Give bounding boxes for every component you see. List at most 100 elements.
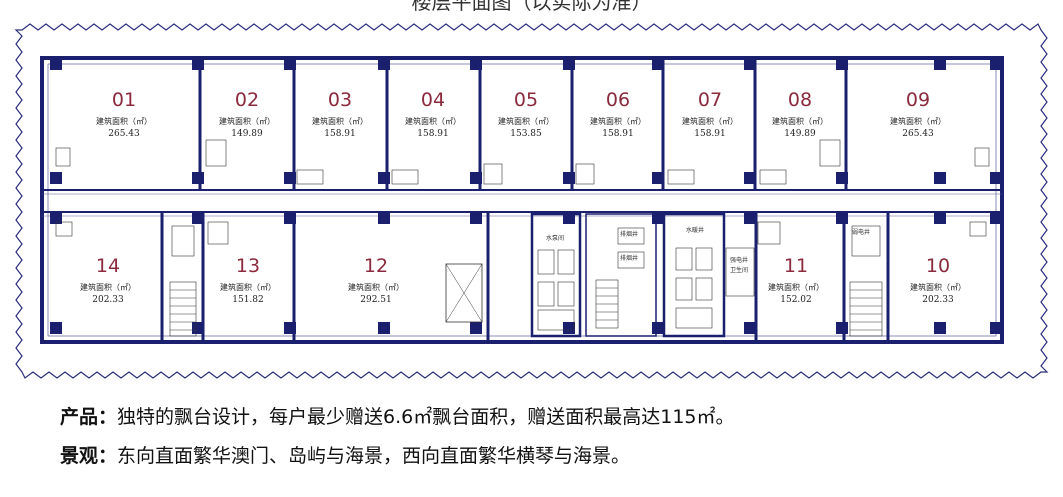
unit-area-caption: 建筑面积（㎡） [772, 116, 828, 126]
column [652, 322, 664, 334]
column [990, 212, 1002, 224]
building-inner-line [47, 63, 997, 337]
column [744, 58, 756, 70]
unit-area-caption: 建筑面积（㎡） [219, 116, 275, 126]
unit-fixtures [55, 139, 990, 245]
unit-area: 149.89 [231, 129, 263, 139]
unit-number: 13 [236, 255, 260, 277]
column [378, 58, 390, 70]
unit-labels: 01 建筑面积（㎡） 265.43 02 建筑面积（㎡） 149.89 03 建筑面积（㎡） 1… [80, 89, 966, 305]
product-description: 产品：独特的飘台设计，每户最少赠送6.6㎡飘台面积，赠送面积最高达115㎡。 [60, 402, 735, 429]
product-text: 独特的飘台设计，每户最少赠送6.6㎡飘台面积，赠送面积最高达115㎡。 [117, 406, 735, 428]
unit-area: 153.85 [510, 129, 542, 139]
column [50, 58, 62, 70]
unit-number: 02 [235, 89, 259, 111]
core-label: 弱电井 [852, 228, 870, 236]
unit-area-caption: 建筑面积（㎡） [498, 116, 554, 126]
unit-area: 292.51 [360, 295, 392, 305]
unit-number: 14 [96, 255, 120, 277]
column [934, 212, 946, 224]
product-label: 产品： [60, 406, 118, 428]
unit-number: 01 [112, 89, 136, 111]
core-label: 水泵间 [546, 234, 564, 242]
column [50, 322, 62, 334]
structural-columns [50, 58, 1002, 334]
unit-number: 07 [698, 89, 722, 111]
column [192, 212, 204, 224]
zigzag-border [14, 23, 1049, 379]
top-partitions [198, 58, 848, 190]
column [652, 212, 664, 224]
column [934, 172, 946, 184]
unit-area: 265.43 [902, 129, 934, 139]
column [836, 58, 848, 70]
column [284, 322, 296, 334]
unit-area: 151.82 [232, 295, 264, 305]
plan-title: 楼层平面图（以实际为准） [411, 0, 652, 14]
column [652, 172, 664, 184]
column [192, 172, 204, 184]
column [990, 58, 1002, 70]
column [50, 172, 62, 184]
column [378, 172, 390, 184]
building-outline [40, 56, 1004, 344]
column [744, 212, 756, 224]
unit-number: 06 [606, 89, 630, 111]
column [836, 322, 848, 334]
unit-number: 09 [906, 89, 930, 111]
unit-area: 152.02 [780, 295, 812, 305]
column [744, 172, 756, 184]
column [192, 58, 204, 70]
column [836, 212, 848, 224]
column [652, 58, 664, 70]
unit-area-caption: 建筑面积（㎡） [348, 282, 404, 292]
bottom-partitions [160, 212, 890, 342]
core-label: 排烟井 [620, 230, 638, 238]
unit-number: 10 [926, 255, 950, 277]
unit-area: 202.33 [92, 295, 124, 305]
column [563, 172, 575, 184]
unit-number: 03 [328, 89, 352, 111]
column [378, 212, 390, 224]
unit-area-caption: 建筑面积（㎡） [890, 116, 946, 126]
unit-area-caption: 建筑面积（㎡） [910, 282, 966, 292]
unit-area-caption: 建筑面积（㎡） [80, 282, 136, 292]
unit-area: 158.91 [694, 129, 726, 139]
column [744, 322, 756, 334]
column [470, 212, 482, 224]
column [192, 322, 204, 334]
unit-number: 04 [421, 89, 445, 111]
view-description: 景观：东向直面繁华澳门、岛屿与海景，西向直面繁华横琴与海景。 [60, 441, 630, 468]
view-label: 景观： [60, 445, 118, 467]
unit-area-caption: 建筑面积（㎡） [590, 116, 646, 126]
column [50, 212, 62, 224]
column [470, 172, 482, 184]
floor-plan: 水泵间 排烟井 排烟井 水暖井 强电井 卫生间 弱电井 01 建筑面积（㎡） 265… [14, 23, 1049, 379]
unit-number: 05 [514, 89, 538, 111]
column [284, 212, 296, 224]
unit-area-caption: 建筑面积（㎡） [220, 282, 276, 292]
column [990, 172, 1002, 184]
core-label: 水暖井 [686, 226, 704, 234]
core-labels: 水泵间 排烟井 排烟井 水暖井 强电井 卫生间 弱电井 [546, 226, 870, 274]
column [470, 58, 482, 70]
unit-area: 158.91 [602, 129, 634, 139]
column [470, 322, 482, 334]
column [934, 322, 946, 334]
core-label: 卫生间 [730, 266, 748, 274]
unit-area: 158.91 [324, 129, 356, 139]
column [284, 172, 296, 184]
column [284, 58, 296, 70]
column [990, 322, 1002, 334]
column [836, 172, 848, 184]
stair-left [169, 225, 197, 337]
core-label: 强电井 [730, 256, 748, 264]
unit-area: 158.91 [417, 129, 449, 139]
unit-number: 11 [784, 255, 808, 277]
unit-number: 08 [788, 89, 812, 111]
unit-area-caption: 建筑面积（㎡） [312, 116, 368, 126]
unit-area-caption: 建筑面积（㎡） [768, 282, 824, 292]
unit-area-caption: 建筑面积（㎡） [405, 116, 461, 126]
view-text: 东向直面繁华澳门、岛屿与海景，西向直面繁华横琴与海景。 [117, 445, 631, 467]
unit-area-caption: 建筑面积（㎡） [96, 116, 152, 126]
